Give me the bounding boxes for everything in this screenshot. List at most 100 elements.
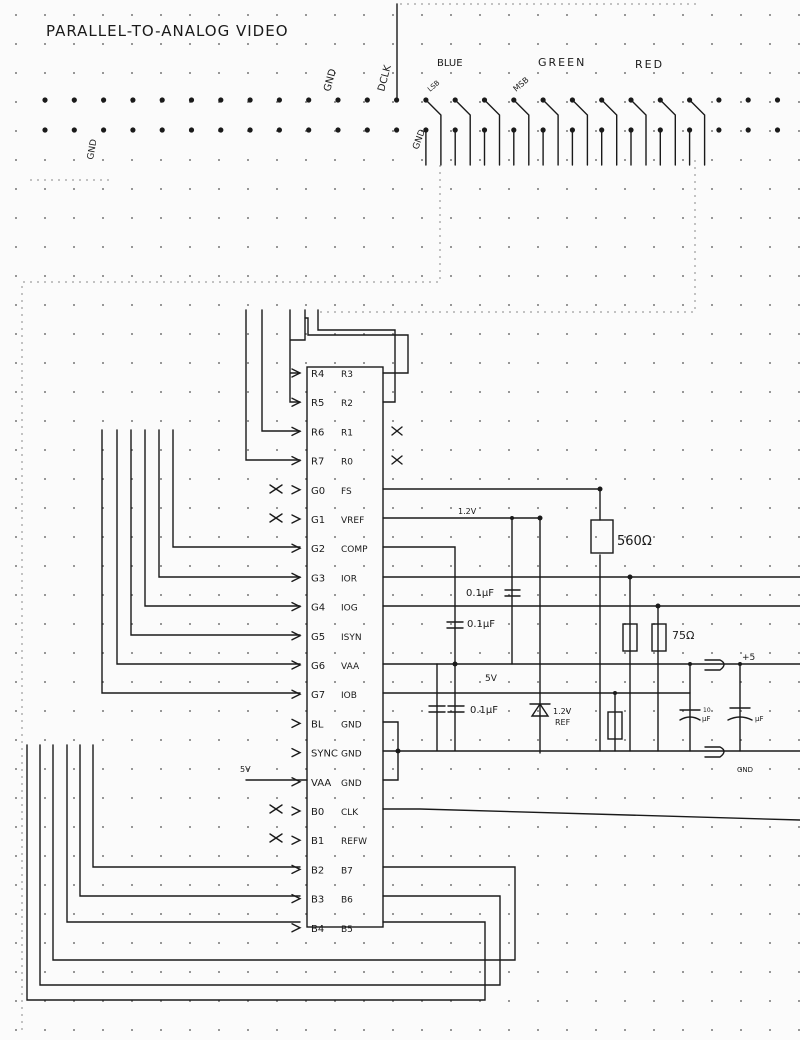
grid-dot xyxy=(624,159,626,161)
header-pin xyxy=(306,97,312,103)
grid-dot xyxy=(73,913,75,915)
pin-label-left: R4 xyxy=(311,369,324,380)
arrow-icon xyxy=(291,660,302,670)
grid-dot xyxy=(624,913,626,915)
grid-dot xyxy=(160,43,162,45)
grid-dot xyxy=(653,1000,655,1002)
title: PARALLEL-TO-ANALOG VIDEO xyxy=(46,22,289,40)
grid-dot xyxy=(15,826,17,828)
header-pin xyxy=(71,127,77,133)
grid-dot xyxy=(537,710,539,712)
grid-dot xyxy=(73,884,75,886)
grid-dot xyxy=(160,536,162,538)
grid-dot xyxy=(653,391,655,393)
grid-dot xyxy=(769,652,771,654)
grid-dot xyxy=(276,913,278,915)
grid-dot xyxy=(131,681,133,683)
pin-label-left: G5 xyxy=(311,632,325,643)
grid-dot xyxy=(131,913,133,915)
grid-dot xyxy=(218,449,220,451)
grid-dot xyxy=(334,362,336,364)
grid-dot xyxy=(537,130,539,132)
grid-dot xyxy=(595,681,597,683)
grid-dot xyxy=(508,130,510,132)
grid-dot xyxy=(392,362,394,364)
grid-dot xyxy=(276,565,278,567)
grid-dot xyxy=(740,797,742,799)
pin-label-right: COMP xyxy=(341,545,368,555)
grid-dot xyxy=(711,420,713,422)
grid-dot xyxy=(392,449,394,451)
grid-dot xyxy=(682,507,684,509)
grid-dot xyxy=(479,391,481,393)
grid-dot xyxy=(537,188,539,190)
grid-dot xyxy=(44,565,46,567)
grid-dot xyxy=(160,478,162,480)
grid-dot xyxy=(682,275,684,277)
grid-dot xyxy=(160,275,162,277)
grid-dot xyxy=(131,43,133,45)
grid-dot xyxy=(682,101,684,103)
grid-dot xyxy=(305,159,307,161)
grid-dot xyxy=(508,652,510,654)
grid-dot xyxy=(508,362,510,364)
pin-label-right: GND xyxy=(341,720,362,730)
grid-dot xyxy=(508,971,510,973)
grid-dot xyxy=(740,159,742,161)
grid-dot xyxy=(479,797,481,799)
grid-dot xyxy=(160,217,162,219)
grid-dot xyxy=(421,362,423,364)
grid-dot xyxy=(160,362,162,364)
grid-dot xyxy=(566,130,568,132)
grid-dot xyxy=(421,739,423,741)
pin-label-right: CLK xyxy=(341,808,359,818)
output-connectors xyxy=(704,659,725,758)
grid-dot xyxy=(653,217,655,219)
grid-dot xyxy=(276,246,278,248)
grid-dot xyxy=(624,826,626,828)
grid-dot xyxy=(189,246,191,248)
annotations: 5V 1.2V 560Ω 0.1µF 0.1µF 0.1µF 5V 75Ω 1.… xyxy=(240,507,763,774)
grid-dot xyxy=(769,826,771,828)
grid-dot xyxy=(305,304,307,306)
grid-dot xyxy=(740,72,742,74)
grid-dot xyxy=(247,681,249,683)
grid-dot xyxy=(711,797,713,799)
grid-dot xyxy=(15,739,17,741)
grid-dot xyxy=(276,14,278,16)
grid-dot xyxy=(276,652,278,654)
grid-dot xyxy=(508,72,510,74)
grid-dot xyxy=(450,304,452,306)
grid-dot xyxy=(711,362,713,364)
grid-dot xyxy=(537,565,539,567)
grid-dot xyxy=(160,594,162,596)
grid-dot xyxy=(566,594,568,596)
grid-dot xyxy=(189,1029,191,1031)
grid-dot xyxy=(479,101,481,103)
pin-label-right: R0 xyxy=(341,458,353,468)
grid-dot xyxy=(189,72,191,74)
grid-dot xyxy=(682,797,684,799)
grid-dot xyxy=(15,768,17,770)
grid-dot xyxy=(479,14,481,16)
grid-dot xyxy=(479,362,481,364)
grid-dot xyxy=(276,681,278,683)
grid-dot xyxy=(566,391,568,393)
grid-dot xyxy=(595,797,597,799)
header-wire xyxy=(542,99,559,166)
grid-dot xyxy=(769,14,771,16)
grid-dot xyxy=(334,623,336,625)
grid-dot xyxy=(624,304,626,306)
grid-dot xyxy=(624,246,626,248)
grid-dot xyxy=(218,159,220,161)
grid-dot xyxy=(508,797,510,799)
grid-dot xyxy=(682,304,684,306)
grid-dot xyxy=(363,449,365,451)
grid-dot xyxy=(595,159,597,161)
grid-dot xyxy=(189,333,191,335)
grid-dot xyxy=(73,797,75,799)
grid-dot xyxy=(131,1029,133,1031)
grid-dot xyxy=(711,739,713,741)
grid-dot xyxy=(740,565,742,567)
